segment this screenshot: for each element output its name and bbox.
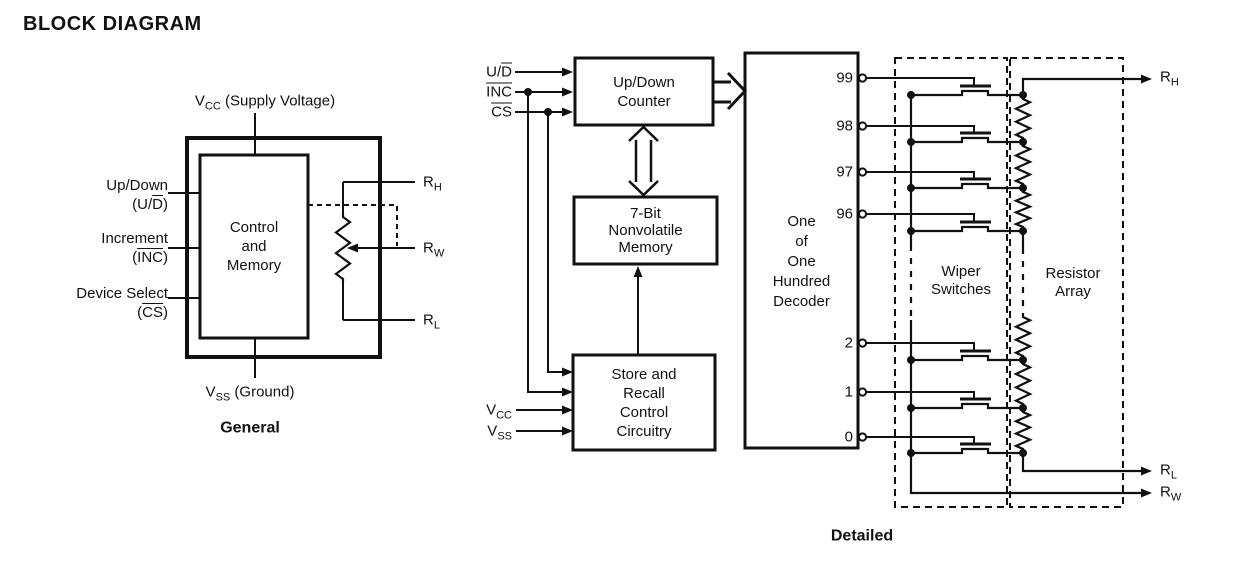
junction-dot bbox=[907, 91, 915, 99]
switch-gate-lead bbox=[866, 171, 975, 179]
switch-gate-lead bbox=[866, 391, 975, 399]
resistor-zigzag bbox=[1013, 360, 1033, 408]
junction-dot bbox=[907, 227, 915, 235]
detailed-vss-label: VSS bbox=[487, 422, 512, 443]
decoder-output-bubble bbox=[857, 432, 868, 442]
resistor-zigzag bbox=[1013, 408, 1033, 453]
detailed-vcc-label: VCC bbox=[486, 401, 512, 422]
switch-gate-lead bbox=[866, 342, 975, 351]
resistor-zigzag bbox=[1013, 95, 1033, 142]
nonvolatile-memory-box bbox=[572, 195, 719, 266]
page-title: BLOCK DIAGRAM bbox=[23, 13, 202, 35]
wiper-control-dashed-path bbox=[308, 204, 398, 246]
input-arrowhead bbox=[562, 67, 573, 77]
switch-channel bbox=[911, 225, 1023, 233]
detailed-rw-label: RW bbox=[1160, 483, 1182, 504]
general-deviceselect-label: Device Select (CS) bbox=[76, 285, 168, 321]
junction-dot bbox=[907, 404, 915, 412]
decoder-output-1: 1 bbox=[844, 383, 853, 401]
input-arrowhead bbox=[562, 367, 573, 377]
junction-dot bbox=[907, 138, 915, 146]
inc-routing-line bbox=[527, 92, 564, 393]
general-rl-label: RL bbox=[423, 311, 440, 332]
general-increment-label: Increment (INC) bbox=[101, 230, 168, 266]
store-recall-box bbox=[571, 353, 717, 452]
general-rh-label: RH bbox=[423, 173, 442, 194]
decoder-output-0: 0 bbox=[844, 428, 853, 446]
decoder-output-2: 2 bbox=[844, 334, 853, 352]
switch-gate-lead bbox=[866, 213, 975, 222]
general-vss-label: VSS (Ground) bbox=[205, 383, 295, 404]
updown-counter-box bbox=[573, 56, 715, 127]
decoder-output-bubble bbox=[857, 387, 868, 397]
detailed-caption: Detailed bbox=[830, 527, 894, 545]
detailed-ud-label: U/D bbox=[486, 63, 512, 81]
junction-dot bbox=[907, 356, 915, 364]
counter-memory-bidirectional-arrow bbox=[628, 125, 659, 197]
counter-to-decoder-bus-arrow bbox=[713, 71, 748, 111]
junction-dot bbox=[544, 108, 552, 116]
switch-gate-lead bbox=[866, 436, 975, 444]
general-rw-label: RW bbox=[423, 239, 445, 260]
junction-dot bbox=[907, 184, 915, 192]
general-vcc-label: VCC (Supply Voltage) bbox=[194, 92, 336, 113]
decoder-output-bubble bbox=[857, 73, 868, 83]
input-arrowhead bbox=[562, 387, 573, 397]
decoder-output-bubble bbox=[857, 338, 868, 348]
switch-channel bbox=[911, 89, 1023, 97]
rh-arrowhead bbox=[1141, 74, 1152, 84]
rw-arrowhead bbox=[1141, 488, 1152, 498]
general-updown-label: Up/Down (U/D) bbox=[106, 177, 168, 213]
detailed-cs-label: CS bbox=[491, 103, 512, 121]
detailed-rl-label: RL bbox=[1160, 461, 1177, 482]
wiper-bus-lower-to-rw bbox=[909, 320, 1141, 495]
decoder-box bbox=[743, 51, 860, 450]
general-wiper-arrowhead bbox=[347, 243, 358, 253]
decoder-output-bubble bbox=[857, 167, 868, 177]
input-arrowhead bbox=[562, 426, 573, 436]
switch-channel bbox=[911, 354, 1023, 362]
input-arrowhead bbox=[562, 107, 573, 117]
junction-dot bbox=[907, 449, 915, 457]
resistor-zigzag bbox=[1013, 188, 1033, 231]
resistor-zigzag bbox=[1013, 142, 1033, 188]
decoder-output-99: 99 bbox=[836, 69, 853, 87]
resistor-zigzag bbox=[1013, 313, 1033, 360]
store-to-memory-arrowhead bbox=[633, 266, 643, 277]
switch-gate-lead bbox=[866, 77, 975, 86]
decoder-output-97: 97 bbox=[836, 163, 853, 181]
input-arrowhead bbox=[562, 405, 573, 415]
resistor-array-dashed-box bbox=[1009, 57, 1124, 508]
switch-channel bbox=[911, 182, 1023, 190]
switch-channel bbox=[911, 447, 1023, 455]
detailed-inc-label: INC bbox=[486, 83, 512, 101]
input-arrowhead bbox=[562, 87, 573, 97]
rl-arrowhead bbox=[1141, 466, 1152, 476]
chain-bottom-to-rl bbox=[1021, 453, 1141, 473]
decoder-output-96: 96 bbox=[836, 205, 853, 223]
decoder-output-bubble bbox=[857, 121, 868, 131]
wiper-switches-dashed-box bbox=[894, 57, 1008, 508]
switch-channel bbox=[911, 402, 1023, 410]
detailed-rh-label: RH bbox=[1160, 68, 1179, 89]
switch-gate-lead bbox=[866, 125, 975, 133]
junction-dot bbox=[524, 88, 532, 96]
cs-routing-line bbox=[547, 112, 564, 373]
general-pot-zigzag bbox=[334, 213, 352, 283]
switch-channel bbox=[911, 136, 1023, 144]
chain-top-to-rh bbox=[1021, 77, 1141, 95]
general-caption: General bbox=[220, 419, 280, 437]
decoder-output-98: 98 bbox=[836, 117, 853, 135]
decoder-output-bubble bbox=[857, 209, 868, 219]
